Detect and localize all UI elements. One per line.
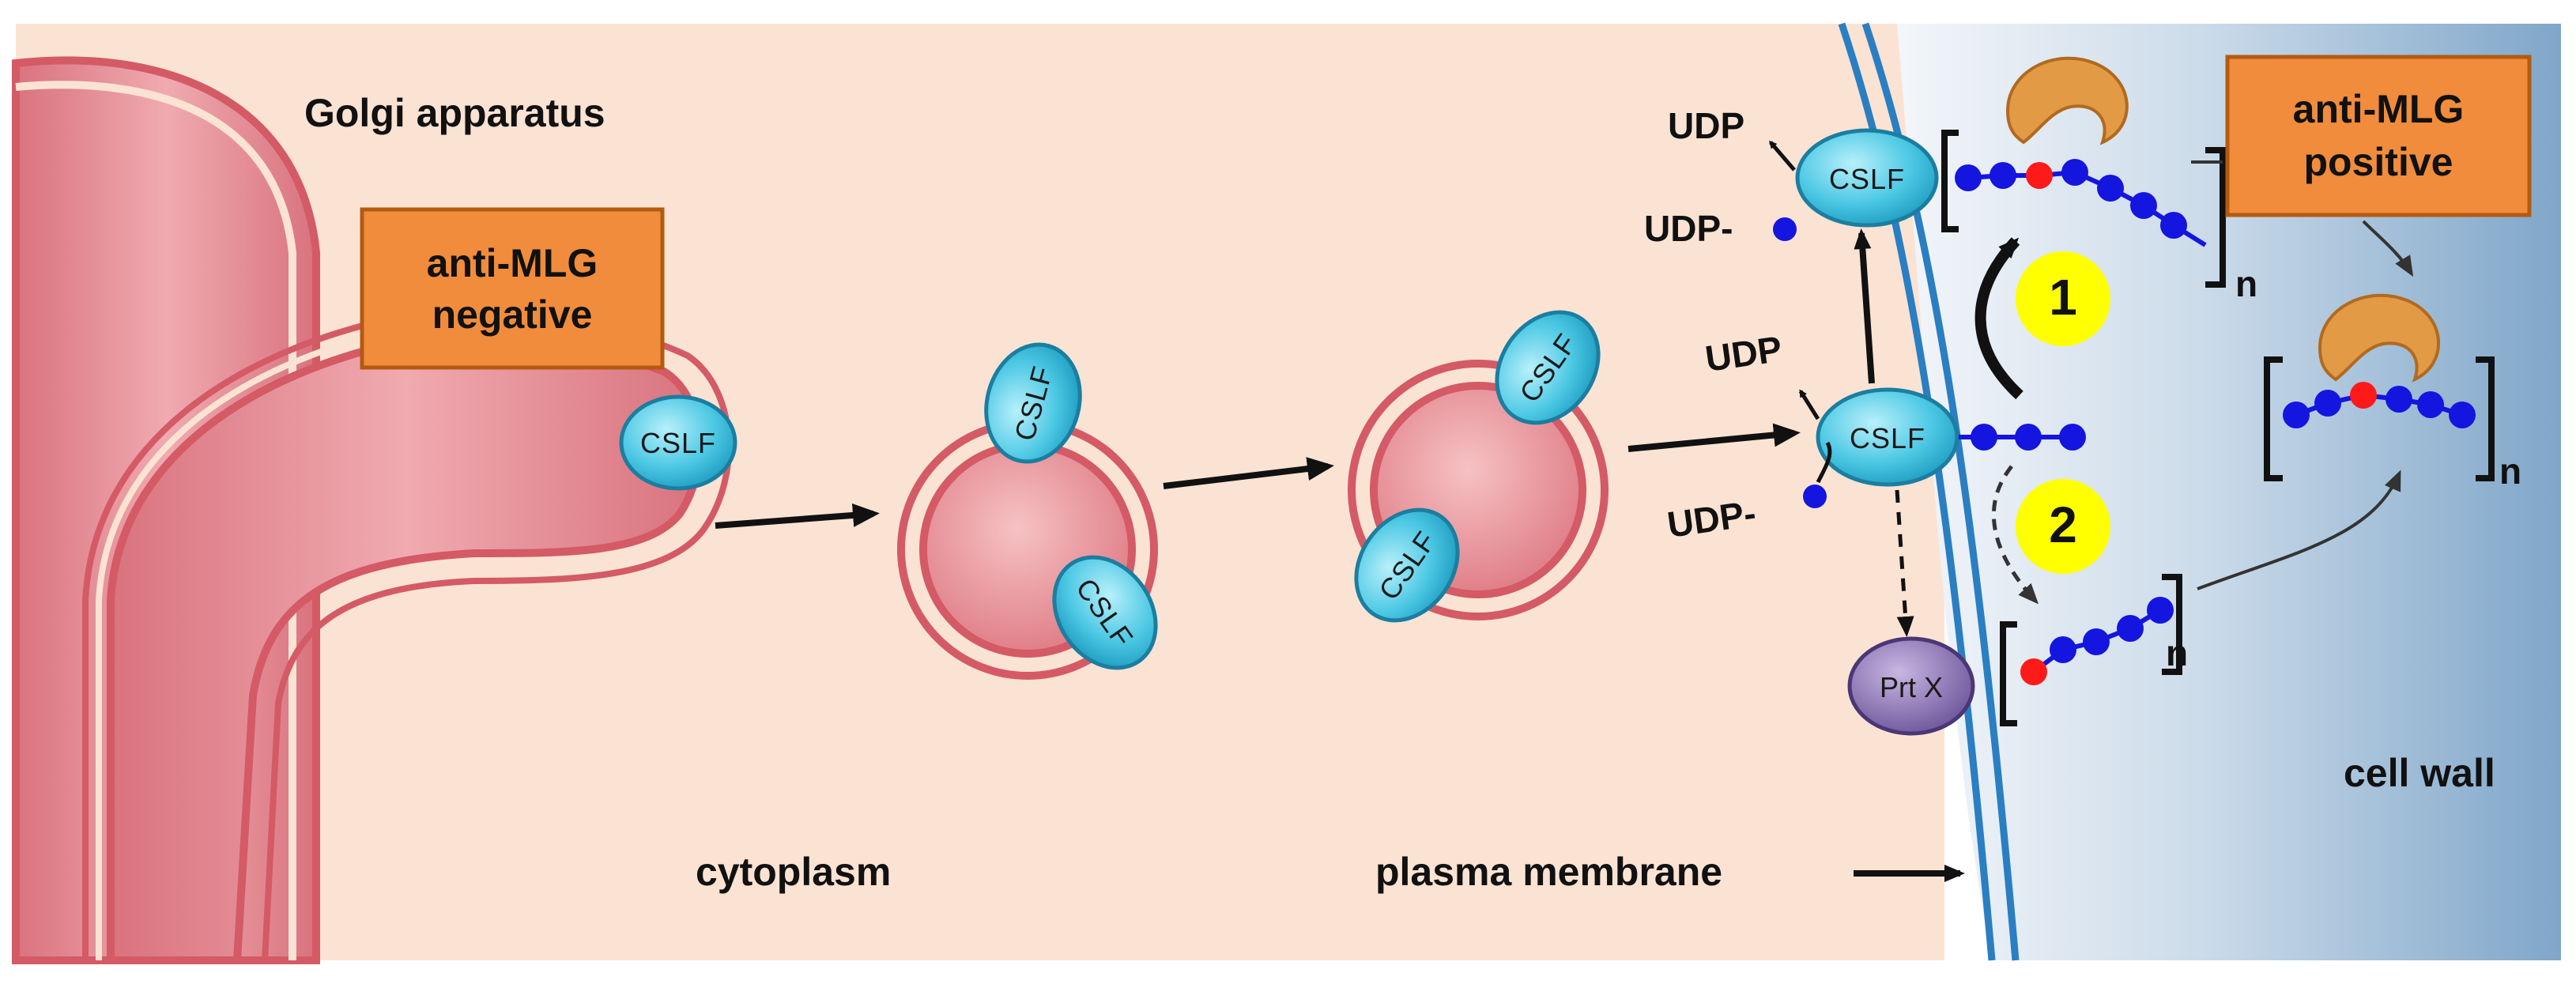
cell-wall-label: cell wall: [2344, 751, 2495, 795]
repeat-subscript-bottom: n: [2166, 632, 2188, 673]
cslf-vesicle-1-bottom: CSLF: [1052, 555, 1158, 670]
udp-glucose-middle: [1803, 485, 1827, 508]
udp-release-arrow-top: [1769, 140, 1796, 172]
plasma-membrane-label: plasma membrane: [1375, 850, 1722, 894]
step-1-curved-arrow: [1974, 237, 2023, 400]
anti-mlg-positive-line2: positive: [2304, 140, 2453, 184]
golgi-apparatus: [12, 56, 732, 964]
anti-mlg-negative-line1: anti-MLG: [427, 241, 598, 285]
svg-text:CSLF: CSLF: [1829, 163, 1905, 195]
udp-glucose-top: [1773, 217, 1797, 241]
udp-label-top: UDP: [1668, 105, 1744, 146]
antibody-wall: [2318, 293, 2441, 383]
prt-x-protein: Prt X: [1847, 636, 1975, 736]
svg-text:CSLF: CSLF: [1850, 422, 1925, 454]
svg-text:1: 1: [2049, 269, 2077, 326]
udp-glc-label-top: UDP-: [1644, 208, 1733, 249]
arrow-cslf-up: [1854, 228, 1875, 384]
antibody-top: [2005, 56, 2129, 145]
arrow-cslf-to-prtx: [1895, 489, 1914, 637]
anti-mlg-positive-box: anti-MLG positive: [2225, 55, 2532, 217]
udp-release-arrow-middle: [1798, 389, 1820, 420]
cslf-membrane-middle: CSLF: [1816, 387, 1959, 487]
arrow-box-to-antibody: [2362, 220, 2414, 277]
cslf-membrane-top: CSLF: [1795, 128, 1939, 228]
repeat-subscript-top: n: [2235, 263, 2257, 304]
arrow-vesicle-to-membrane: [1627, 423, 1801, 452]
svg-text:2: 2: [2049, 496, 2077, 553]
cslf-vesicle-2-bottom: CSLF: [1354, 507, 1460, 623]
glucan-chain-wall: n: [2264, 356, 2521, 492]
cslf-golgi: CSLF: [619, 394, 737, 491]
anti-mlg-negative-line2: negative: [432, 292, 593, 337]
glucan-chain-bottom: n: [2000, 574, 2188, 726]
svg-text:CSLF: CSLF: [640, 427, 716, 459]
udp-glucose-arrow-middle: [1816, 441, 1832, 484]
arrow-polymer-to-wall: [2197, 469, 2401, 590]
step-1-marker: 1: [2016, 251, 2110, 346]
cslf-vesicle-2-top: CSLF: [1495, 310, 1601, 425]
golgi-label: Golgi apparatus: [304, 91, 605, 135]
cytoplasm-label: cytoplasm: [696, 850, 891, 894]
svg-text:Prt X: Prt X: [1880, 671, 1943, 703]
repeat-subscript-wall: n: [2499, 451, 2521, 492]
cslf-vesicle-1-top: CSLF: [984, 342, 1082, 464]
anti-mlg-positive-line1: anti-MLG: [2293, 87, 2465, 131]
glucan-chain-top: n: [1941, 130, 2257, 304]
step-2-marker: 2: [2016, 479, 2110, 574]
arrow-golgi-to-vesicle: [715, 503, 880, 529]
arrow-vesicle-to-vesicle: [1163, 457, 1334, 489]
glucan-chain-middle: [1959, 424, 2086, 451]
anti-mlg-negative-box: anti-MLG negative: [360, 207, 665, 370]
